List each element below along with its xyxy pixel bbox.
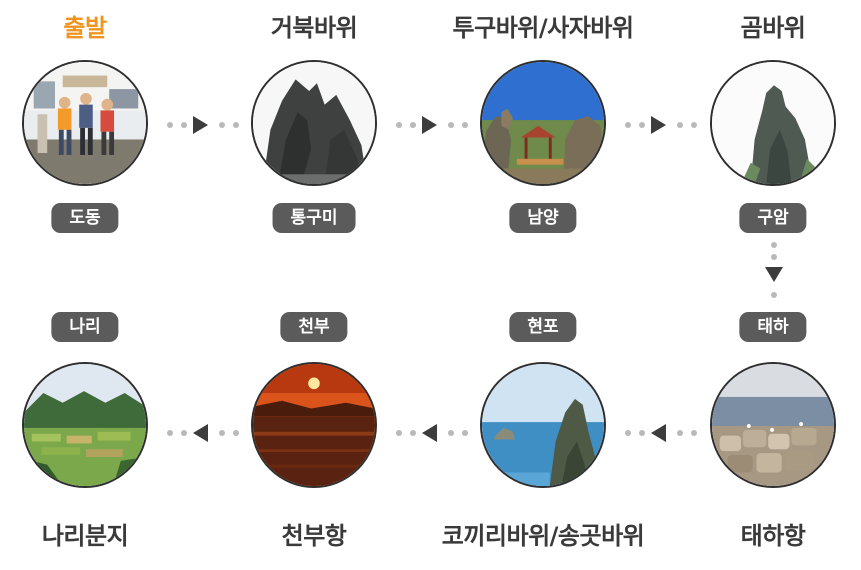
arrow-left-icon [422, 424, 437, 442]
connector-dot [233, 430, 239, 436]
stop-title: 나리분지 [41, 522, 129, 550]
turtle-rock-photo [251, 60, 377, 186]
taeha-port-photo [710, 362, 836, 488]
stop-title: 투구바위/사자바위 [452, 14, 634, 42]
connector-dot [691, 122, 697, 128]
arrow-right-icon [422, 116, 437, 134]
stop-title: 곰바위 [740, 14, 806, 42]
stop-title: 코끼리바위/송곳바위 [441, 522, 645, 550]
connector-arrow-right [163, 116, 243, 134]
connector-dot [771, 292, 777, 298]
connector-dot [639, 122, 645, 128]
connector-dot [181, 122, 187, 128]
connector-arrow-down [765, 238, 783, 310]
connector-dot [462, 430, 468, 436]
arrow-down-icon [765, 267, 783, 282]
connector-arrow-right [621, 116, 701, 134]
stop-title: 천부항 [281, 522, 347, 550]
connector-arrow-left [392, 424, 472, 442]
connector-dot [410, 430, 416, 436]
connector-dot [219, 430, 225, 436]
connector-arrow-right [392, 116, 472, 134]
connector-dot [410, 122, 416, 128]
connector-dot [771, 242, 777, 248]
arrow-right-icon [193, 116, 208, 134]
connector-dot [396, 122, 402, 128]
place-badge: 구암 [739, 203, 807, 233]
connector-dot [219, 122, 225, 128]
connector-dot [167, 430, 173, 436]
connector-dot [691, 430, 697, 436]
connector-dot [448, 430, 454, 436]
place-badge: 태하 [739, 312, 807, 342]
arrow-right-icon [651, 116, 666, 134]
stop-title: 태하항 [740, 522, 806, 550]
elephant-rock-photo [480, 362, 606, 488]
place-badge: 통구미 [272, 203, 356, 233]
connector-dot [639, 430, 645, 436]
helmet-lion-rock-photo [480, 60, 606, 186]
connector-dot [167, 122, 173, 128]
arrow-left-icon [651, 424, 666, 442]
connector-dot [677, 122, 683, 128]
connector-dot [448, 122, 454, 128]
stop-title: 출발 [63, 14, 107, 42]
arrow-left-icon [193, 424, 208, 442]
connector-dot [396, 430, 402, 436]
bear-rock-photo [710, 60, 836, 186]
connector-dot [462, 122, 468, 128]
connector-dot [771, 254, 777, 260]
nari-basin-photo [22, 362, 148, 488]
place-badge: 도동 [51, 203, 119, 233]
place-badge: 나리 [51, 312, 119, 342]
place-badge: 현포 [509, 312, 577, 342]
stop-title: 거북바위 [270, 14, 358, 42]
connector-dot [677, 430, 683, 436]
place-badge: 남양 [509, 203, 577, 233]
connector-dot [625, 122, 631, 128]
connector-dot [625, 430, 631, 436]
connector-arrow-left [621, 424, 701, 442]
connector-dot [181, 430, 187, 436]
connector-arrow-left [163, 424, 243, 442]
connector-dot [233, 122, 239, 128]
place-badge: 천부 [280, 312, 348, 342]
hikers-photo [22, 60, 148, 186]
sunset-photo [251, 362, 377, 488]
